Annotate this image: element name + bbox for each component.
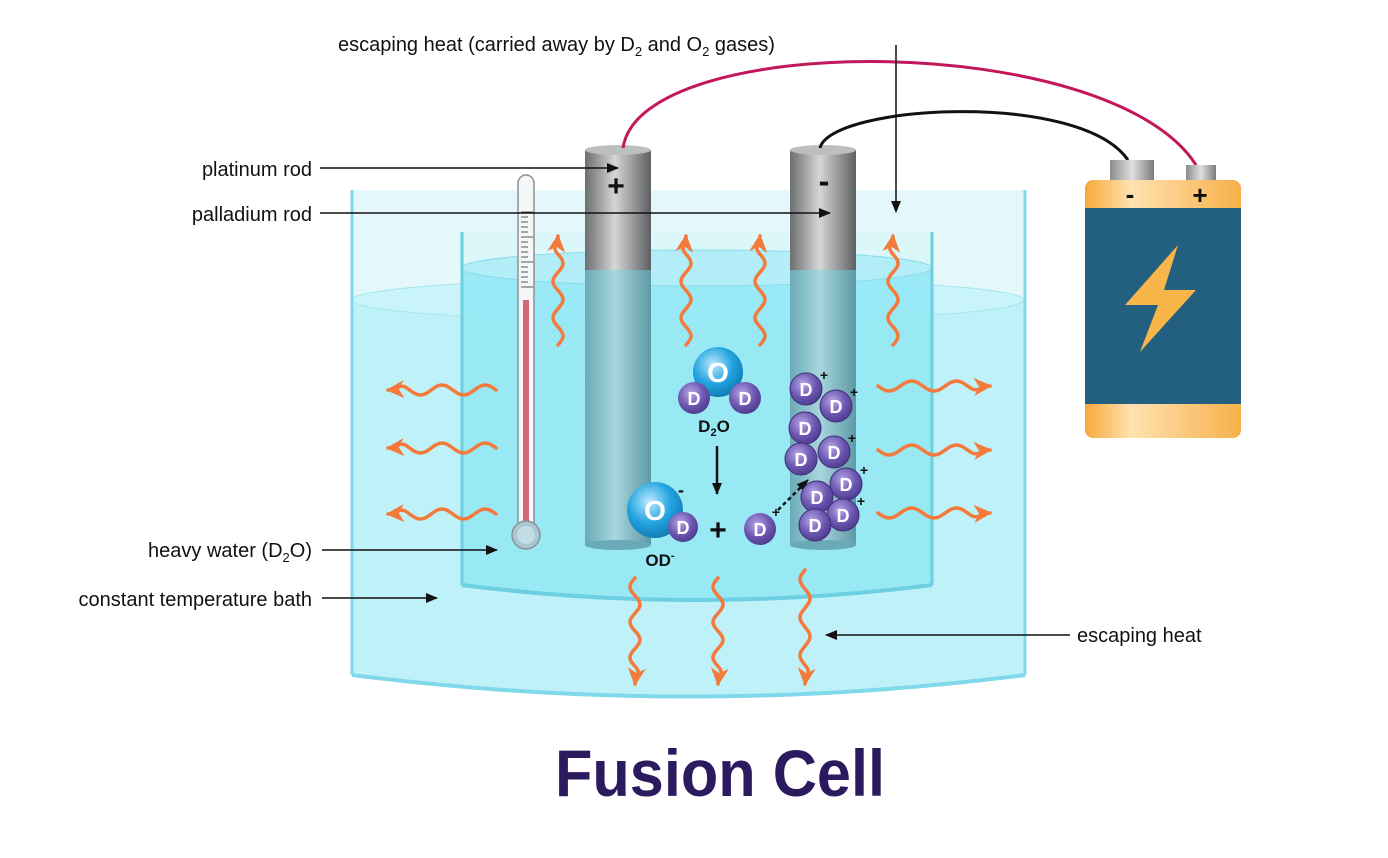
deuterium-atom-label: D <box>828 443 841 463</box>
free-deuterium-ion: D + <box>744 504 780 545</box>
deuterium-atom <box>817 435 851 469</box>
deuterium-atom-label: D <box>688 389 701 409</box>
beaker-bottom <box>461 583 933 602</box>
deuterium-atom-label: D <box>809 516 822 536</box>
heat-arrow <box>882 234 901 347</box>
constant-temperature-bath-label: constant temperature bath <box>79 589 312 611</box>
bath-bottom <box>351 673 1026 699</box>
deuterium-atom-label: D <box>811 488 824 508</box>
deuterium-atom <box>819 389 853 423</box>
heat-arrow <box>675 234 694 347</box>
palladium-rod-sign: - <box>819 163 830 199</box>
deuterium-atom-label: D <box>837 506 850 526</box>
escaping-heat-label: escaping heat <box>1077 625 1202 647</box>
palladium-rod-label: palladium rod <box>192 204 312 226</box>
battery-negative: - <box>1126 179 1135 209</box>
deuterium-atom <box>789 372 823 406</box>
d2o-molecule: O D D D2O <box>678 347 761 439</box>
absorption-arrow <box>777 479 809 511</box>
deuterium-atom-label: D <box>754 520 767 540</box>
deuterium-atom <box>798 508 832 542</box>
od-charge: - <box>678 480 684 500</box>
heat-arrow <box>627 576 646 686</box>
negative-wire <box>818 110 1130 161</box>
deuterium-charge: + <box>848 430 856 446</box>
positive-wire <box>621 60 1198 166</box>
deuterium-charge: + <box>857 493 865 509</box>
heat-arrow <box>386 438 498 457</box>
heavy-water-label: heavy water (D2O) <box>148 540 312 565</box>
lightning-icon <box>1125 245 1196 352</box>
platinum-rod: + <box>585 145 651 550</box>
heat-arrow <box>547 234 566 347</box>
heat-arrow <box>386 504 498 523</box>
battery-positive: + <box>1192 180 1207 210</box>
deuterium-atom <box>784 442 818 476</box>
od-ion: O D - OD- <box>627 480 698 570</box>
deuterium-charge: + <box>772 504 780 520</box>
deuterium-charge: + <box>820 367 828 383</box>
heat-arrow <box>797 568 816 686</box>
absorbed-deuterium-cluster: D+D+DD+DD+DD+D <box>784 367 868 542</box>
deuterium-atom-label: D <box>800 380 813 400</box>
heat-arrow <box>876 504 992 523</box>
deuterium-atom-label: D <box>830 397 843 417</box>
heat-arrow <box>749 234 768 347</box>
heat-arrow <box>876 441 992 460</box>
diagram-title: Fusion Cell <box>555 736 885 810</box>
heat-arrow <box>386 380 498 399</box>
escaping-heat-gases-label: escaping heat (carried away by D2 and O2… <box>338 34 775 59</box>
oxygen-atom-label: O <box>644 495 666 526</box>
deuterium-atom-label: D <box>739 389 752 409</box>
deuterium-atom-label: D <box>840 475 853 495</box>
od-formula: OD- <box>645 550 675 570</box>
heat-arrow <box>876 377 992 396</box>
oxygen-atom-label: O <box>707 357 729 388</box>
deuterium-atom-label: D <box>799 419 812 439</box>
heat-arrow <box>710 576 729 686</box>
d2o-formula: D2O <box>698 417 730 439</box>
platinum-rod-label: platinum rod <box>202 159 312 181</box>
platinum-rod-sign: + <box>607 170 625 203</box>
deuterium-charge: + <box>860 462 868 478</box>
deuterium-atom-label: D <box>677 518 690 538</box>
reaction-plus: + <box>709 514 727 547</box>
deuterium-charge: + <box>850 384 858 400</box>
deuterium-atom-label: D <box>795 450 808 470</box>
thermometer <box>511 174 541 550</box>
battery: - + <box>1085 160 1241 438</box>
